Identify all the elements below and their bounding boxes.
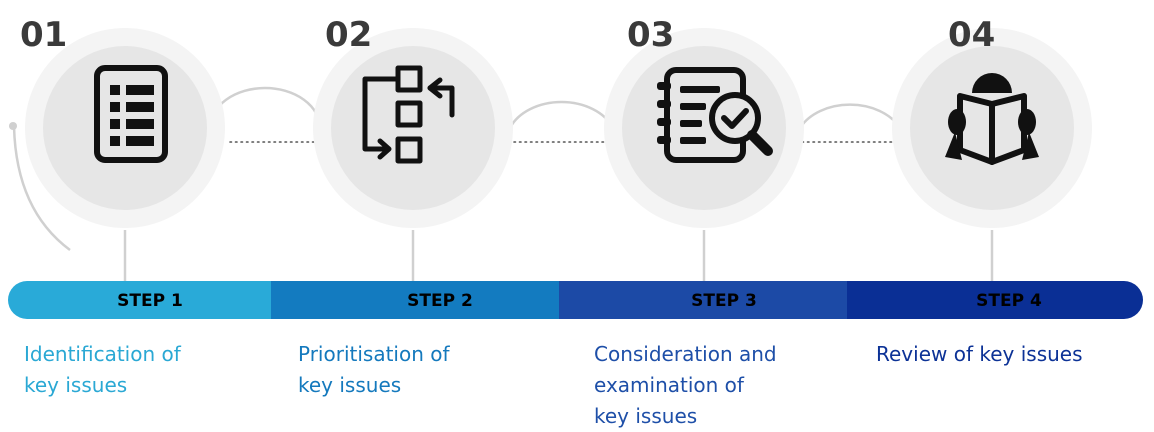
step-4-description: Review of key issues <box>876 342 1083 366</box>
person-reading-icon <box>945 73 1039 165</box>
left-arc-dot <box>9 122 17 130</box>
vertical-stems <box>123 230 994 282</box>
step-3-number: 03 <box>627 15 674 55</box>
step-3-label: STEP 3 <box>691 291 757 311</box>
step-2-label: STEP 2 <box>407 291 473 311</box>
step-2-number: 02 <box>325 15 372 55</box>
step-2-circle <box>313 28 513 228</box>
step-2-description-line-2: key issues <box>298 373 401 397</box>
step-1-band <box>8 281 272 319</box>
connector-arc-3-4 <box>798 103 902 129</box>
step-3-description: Consideration and examination of key iss… <box>594 342 783 428</box>
step-3-band <box>559 281 848 319</box>
step-1-description-line-2: key issues <box>24 373 127 397</box>
step-band <box>8 281 1143 319</box>
step-1-number: 01 <box>20 15 67 55</box>
step-1-description-line-1: Identification of <box>24 342 182 366</box>
connector-arc-1-2 <box>208 86 322 129</box>
step-3-description-line-1: Consideration and <box>594 342 777 366</box>
list-document-icon <box>94 65 168 163</box>
step-4-band <box>847 281 1143 319</box>
left-arc <box>12 125 71 252</box>
step-4-label: STEP 4 <box>976 291 1042 311</box>
step-2-description-line-1: Prioritisation of <box>298 342 450 366</box>
step-3-description-line-2: examination of <box>594 373 745 397</box>
step-4-description-line-1: Review of key issues <box>876 342 1083 366</box>
step-circles <box>25 28 1092 228</box>
step-4-number: 04 <box>948 15 995 55</box>
step-1-label: STEP 1 <box>117 291 183 311</box>
step-3-description-line-3: key issues <box>594 404 697 428</box>
step-1-circle <box>25 28 225 228</box>
document-search-check-icon <box>657 67 773 163</box>
step-3-circle <box>604 28 804 228</box>
step-1-description: Identification of key issues <box>24 342 187 397</box>
step-2-description: Prioritisation of key issues <box>298 342 456 397</box>
connector-arc-2-3 <box>508 100 615 129</box>
prioritise-boxes-icon <box>362 65 455 164</box>
step-2-band <box>271 281 560 319</box>
